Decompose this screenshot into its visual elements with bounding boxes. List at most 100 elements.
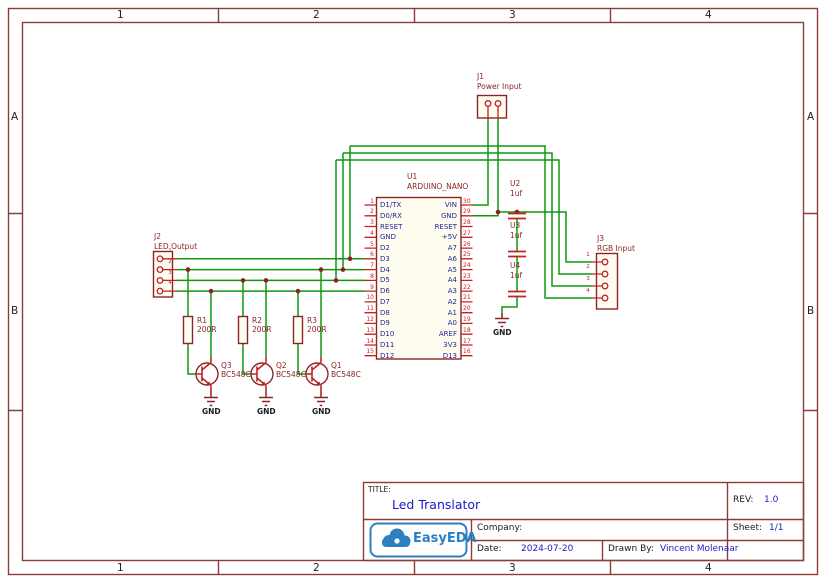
q2-ref[interactable]: Q2: [276, 362, 287, 370]
pin-number: 6: [362, 251, 374, 258]
pin-number: 4: [583, 287, 593, 299]
pin-name: A5: [448, 266, 457, 274]
j1-ref[interactable]: J1: [477, 73, 484, 81]
frame-col-label: 1: [117, 563, 124, 574]
u1-pin-row: 26 A7: [376, 243, 461, 254]
u1-pin-row: 23 A4: [376, 275, 461, 286]
pin-number: 12: [362, 316, 374, 323]
j2-ref[interactable]: J2: [154, 233, 161, 241]
drawn-by-label: Drawn By:: [608, 545, 654, 554]
rev-value[interactable]: 1.0: [764, 496, 778, 505]
sheet-title[interactable]: Led Translator: [392, 499, 480, 512]
gnd-label[interactable]: GND: [312, 408, 331, 416]
u1-name[interactable]: ARDUINO_NANO: [407, 183, 468, 191]
frame-col-label: 2: [313, 563, 320, 574]
q1-ref[interactable]: Q1: [331, 362, 342, 370]
u4-ref[interactable]: U4: [510, 262, 520, 270]
pin-number: 26: [463, 241, 475, 248]
pin-number: 2: [362, 208, 374, 215]
j1-name[interactable]: Power Input: [477, 83, 521, 91]
sheet-label: Sheet:: [733, 524, 762, 533]
j3-pin-numbers: 1234: [583, 251, 593, 299]
date-label: Date:: [477, 545, 502, 554]
u3-value[interactable]: 1uf: [510, 232, 522, 240]
gnd-label[interactable]: GND: [202, 408, 221, 416]
pin-name: A3: [448, 287, 457, 295]
pin-number: 5: [362, 241, 374, 248]
j2-name[interactable]: LED Output: [154, 243, 197, 251]
pin-number: 1: [165, 247, 175, 258]
r1-value[interactable]: 200R: [197, 326, 217, 334]
pin-number: 13: [362, 327, 374, 334]
pin-number: 3: [583, 275, 593, 287]
pin-number: 2: [165, 258, 175, 269]
j1-body: [478, 96, 507, 119]
r1-ref[interactable]: R1: [197, 317, 207, 325]
q3-value[interactable]: BC548C: [221, 371, 251, 379]
j3-ref[interactable]: J3: [597, 235, 604, 243]
r3-value[interactable]: 200R: [307, 326, 327, 334]
pin-number: 20: [463, 305, 475, 312]
date-value[interactable]: 2024-07-20: [521, 545, 573, 554]
q2-value[interactable]: BC548C: [276, 371, 306, 379]
pin-name: A6: [448, 255, 457, 263]
q1-value[interactable]: BC548C: [331, 371, 361, 379]
u1-pin-row: 24 A5: [376, 264, 461, 275]
frame-col-label: 2: [313, 10, 320, 21]
u2-ref[interactable]: U2: [510, 180, 520, 188]
gnd-label[interactable]: GND: [493, 329, 512, 337]
pin-name: 3V3: [443, 341, 457, 349]
pin-number: 10: [362, 294, 374, 301]
frame-row-label: B: [11, 306, 18, 317]
u1-pin-row: 19 A0: [376, 318, 461, 329]
pin-name: A1: [448, 309, 457, 317]
frame-col-label: 4: [705, 563, 712, 574]
pin-number: 29: [463, 208, 475, 215]
frame-row-label: A: [11, 112, 18, 123]
u1-right-pins: 30 VIN 29 GND 28 RESET 27 +5V 26 A7 25 A…: [376, 200, 461, 361]
j3-name[interactable]: RGB Input: [597, 245, 635, 253]
pin-number: 9: [362, 284, 374, 291]
u2-value[interactable]: 1uf: [510, 190, 522, 198]
pin-number: 27: [463, 230, 475, 237]
q3-ref[interactable]: Q3: [221, 362, 232, 370]
pin-number: 23: [463, 273, 475, 280]
pin-number: 28: [463, 219, 475, 226]
pin-name: A0: [448, 319, 457, 327]
pin-number: 1: [362, 198, 374, 205]
u1-pin-row: 16 D13: [376, 350, 461, 361]
pin-number: 3: [362, 219, 374, 226]
emitter-arrows: [207, 381, 321, 385]
pin-name: RESET: [435, 223, 457, 231]
drawn-by-value[interactable]: Vincent Molenaar: [660, 545, 739, 554]
frame-row-label: B: [807, 306, 814, 317]
company-label: Company:: [477, 524, 522, 533]
frame-col-label: 4: [705, 10, 712, 21]
pin-number: 1: [583, 251, 593, 263]
pin-number: 25: [463, 251, 475, 258]
rev-label: REV:: [733, 496, 753, 505]
pin-number: 4: [362, 230, 374, 237]
u1-pin-row: 30 VIN: [376, 200, 461, 211]
r3-ref[interactable]: R3: [307, 317, 317, 325]
pin-number: 19: [463, 316, 475, 323]
frame-row-label: A: [807, 112, 814, 123]
pin-name: D13: [443, 352, 457, 360]
u4-value[interactable]: 1uf: [510, 272, 522, 280]
pin-name: GND: [441, 212, 457, 220]
pin-name: A7: [448, 244, 457, 252]
sheet-value[interactable]: 1/1: [769, 524, 783, 533]
gnd-label[interactable]: GND: [257, 408, 276, 416]
u1-ref[interactable]: U1: [407, 173, 417, 181]
r2-value[interactable]: 200R: [252, 326, 272, 334]
pin-number: 14: [362, 338, 374, 345]
pin-number: 16: [463, 348, 475, 355]
pin-number: 30: [463, 198, 475, 205]
pin-number: 18: [463, 327, 475, 334]
pin-number: 7: [362, 262, 374, 269]
pin-number: 15: [362, 348, 374, 355]
u3-ref[interactable]: U3: [510, 222, 520, 230]
r2-ref[interactable]: R2: [252, 317, 262, 325]
u1-pin-row: 27 +5V: [376, 232, 461, 243]
pin-number: 17: [463, 338, 475, 345]
